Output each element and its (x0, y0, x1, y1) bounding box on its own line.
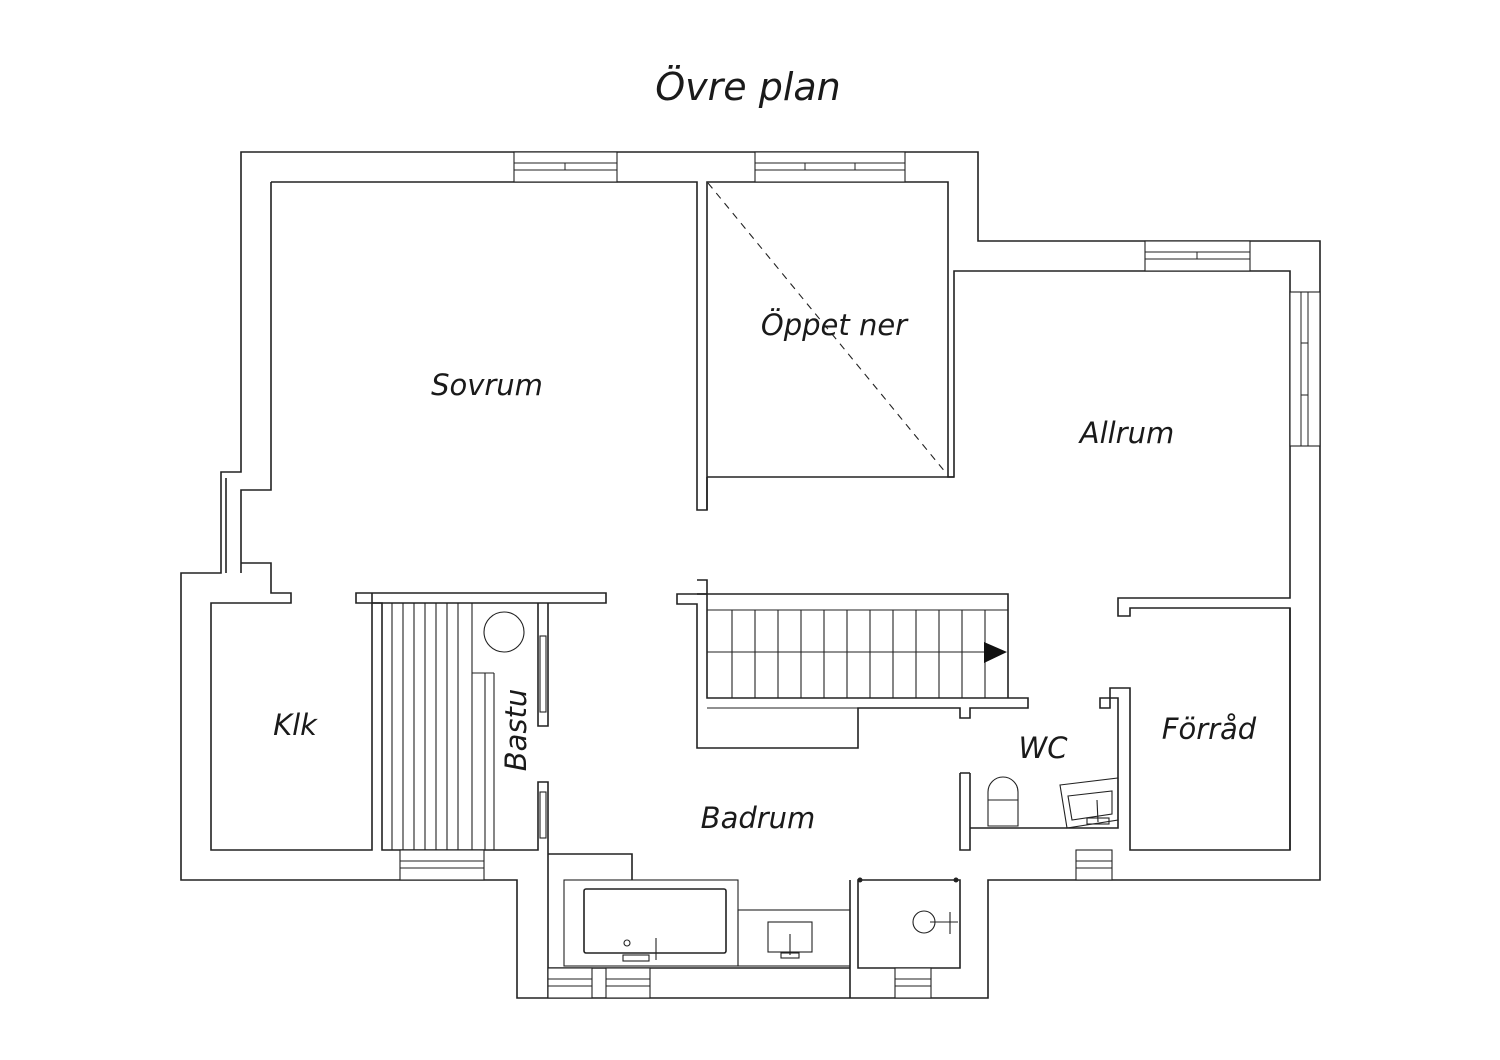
open-below-diagonal (707, 182, 947, 474)
window-bastu-south (399, 849, 485, 881)
window-sovrum-north (513, 151, 618, 183)
plan-title: Övre plan (655, 65, 841, 109)
stair-direction-arrow-icon (984, 642, 1007, 663)
sauna-stove-icon (483, 611, 525, 653)
room-label-klk: Klk (273, 708, 318, 742)
bathtub-icon (563, 879, 739, 967)
window-badrum-south-2 (605, 967, 651, 999)
bastu-walls (372, 602, 549, 851)
wc-walls (959, 608, 1291, 851)
open-below-south-wall (706, 476, 954, 510)
bastu-door (539, 635, 547, 839)
room-label-wc: WC (1019, 731, 1069, 765)
window-allrum-north (1144, 240, 1251, 272)
wc-sink-icon (1059, 777, 1119, 829)
inner-wall-outline (271, 181, 1291, 850)
window-open-below-north (754, 151, 906, 183)
room-label-sovrum: Sovrum (431, 368, 543, 402)
staircase (676, 579, 1029, 749)
toilet-icon (987, 776, 1019, 827)
room-label-badrum: Badrum (701, 801, 816, 835)
outer-wall (180, 151, 1321, 999)
window-badrum-south-1 (547, 967, 593, 999)
window-shower-south (894, 967, 932, 999)
window-wc-south (1075, 849, 1113, 881)
room-label-allrum: Allrum (1078, 416, 1175, 450)
sink-icon (737, 909, 851, 967)
room-label-forrad: Förråd (1162, 712, 1257, 746)
sovrum-west-wall (210, 182, 607, 851)
bastu-benches (391, 603, 495, 850)
shower-icon (857, 877, 959, 934)
room-label-oppet-ner: Öppet ner (761, 308, 909, 342)
room-label-bastu: Bastu (499, 689, 533, 772)
window-allrum-east (1289, 291, 1321, 447)
